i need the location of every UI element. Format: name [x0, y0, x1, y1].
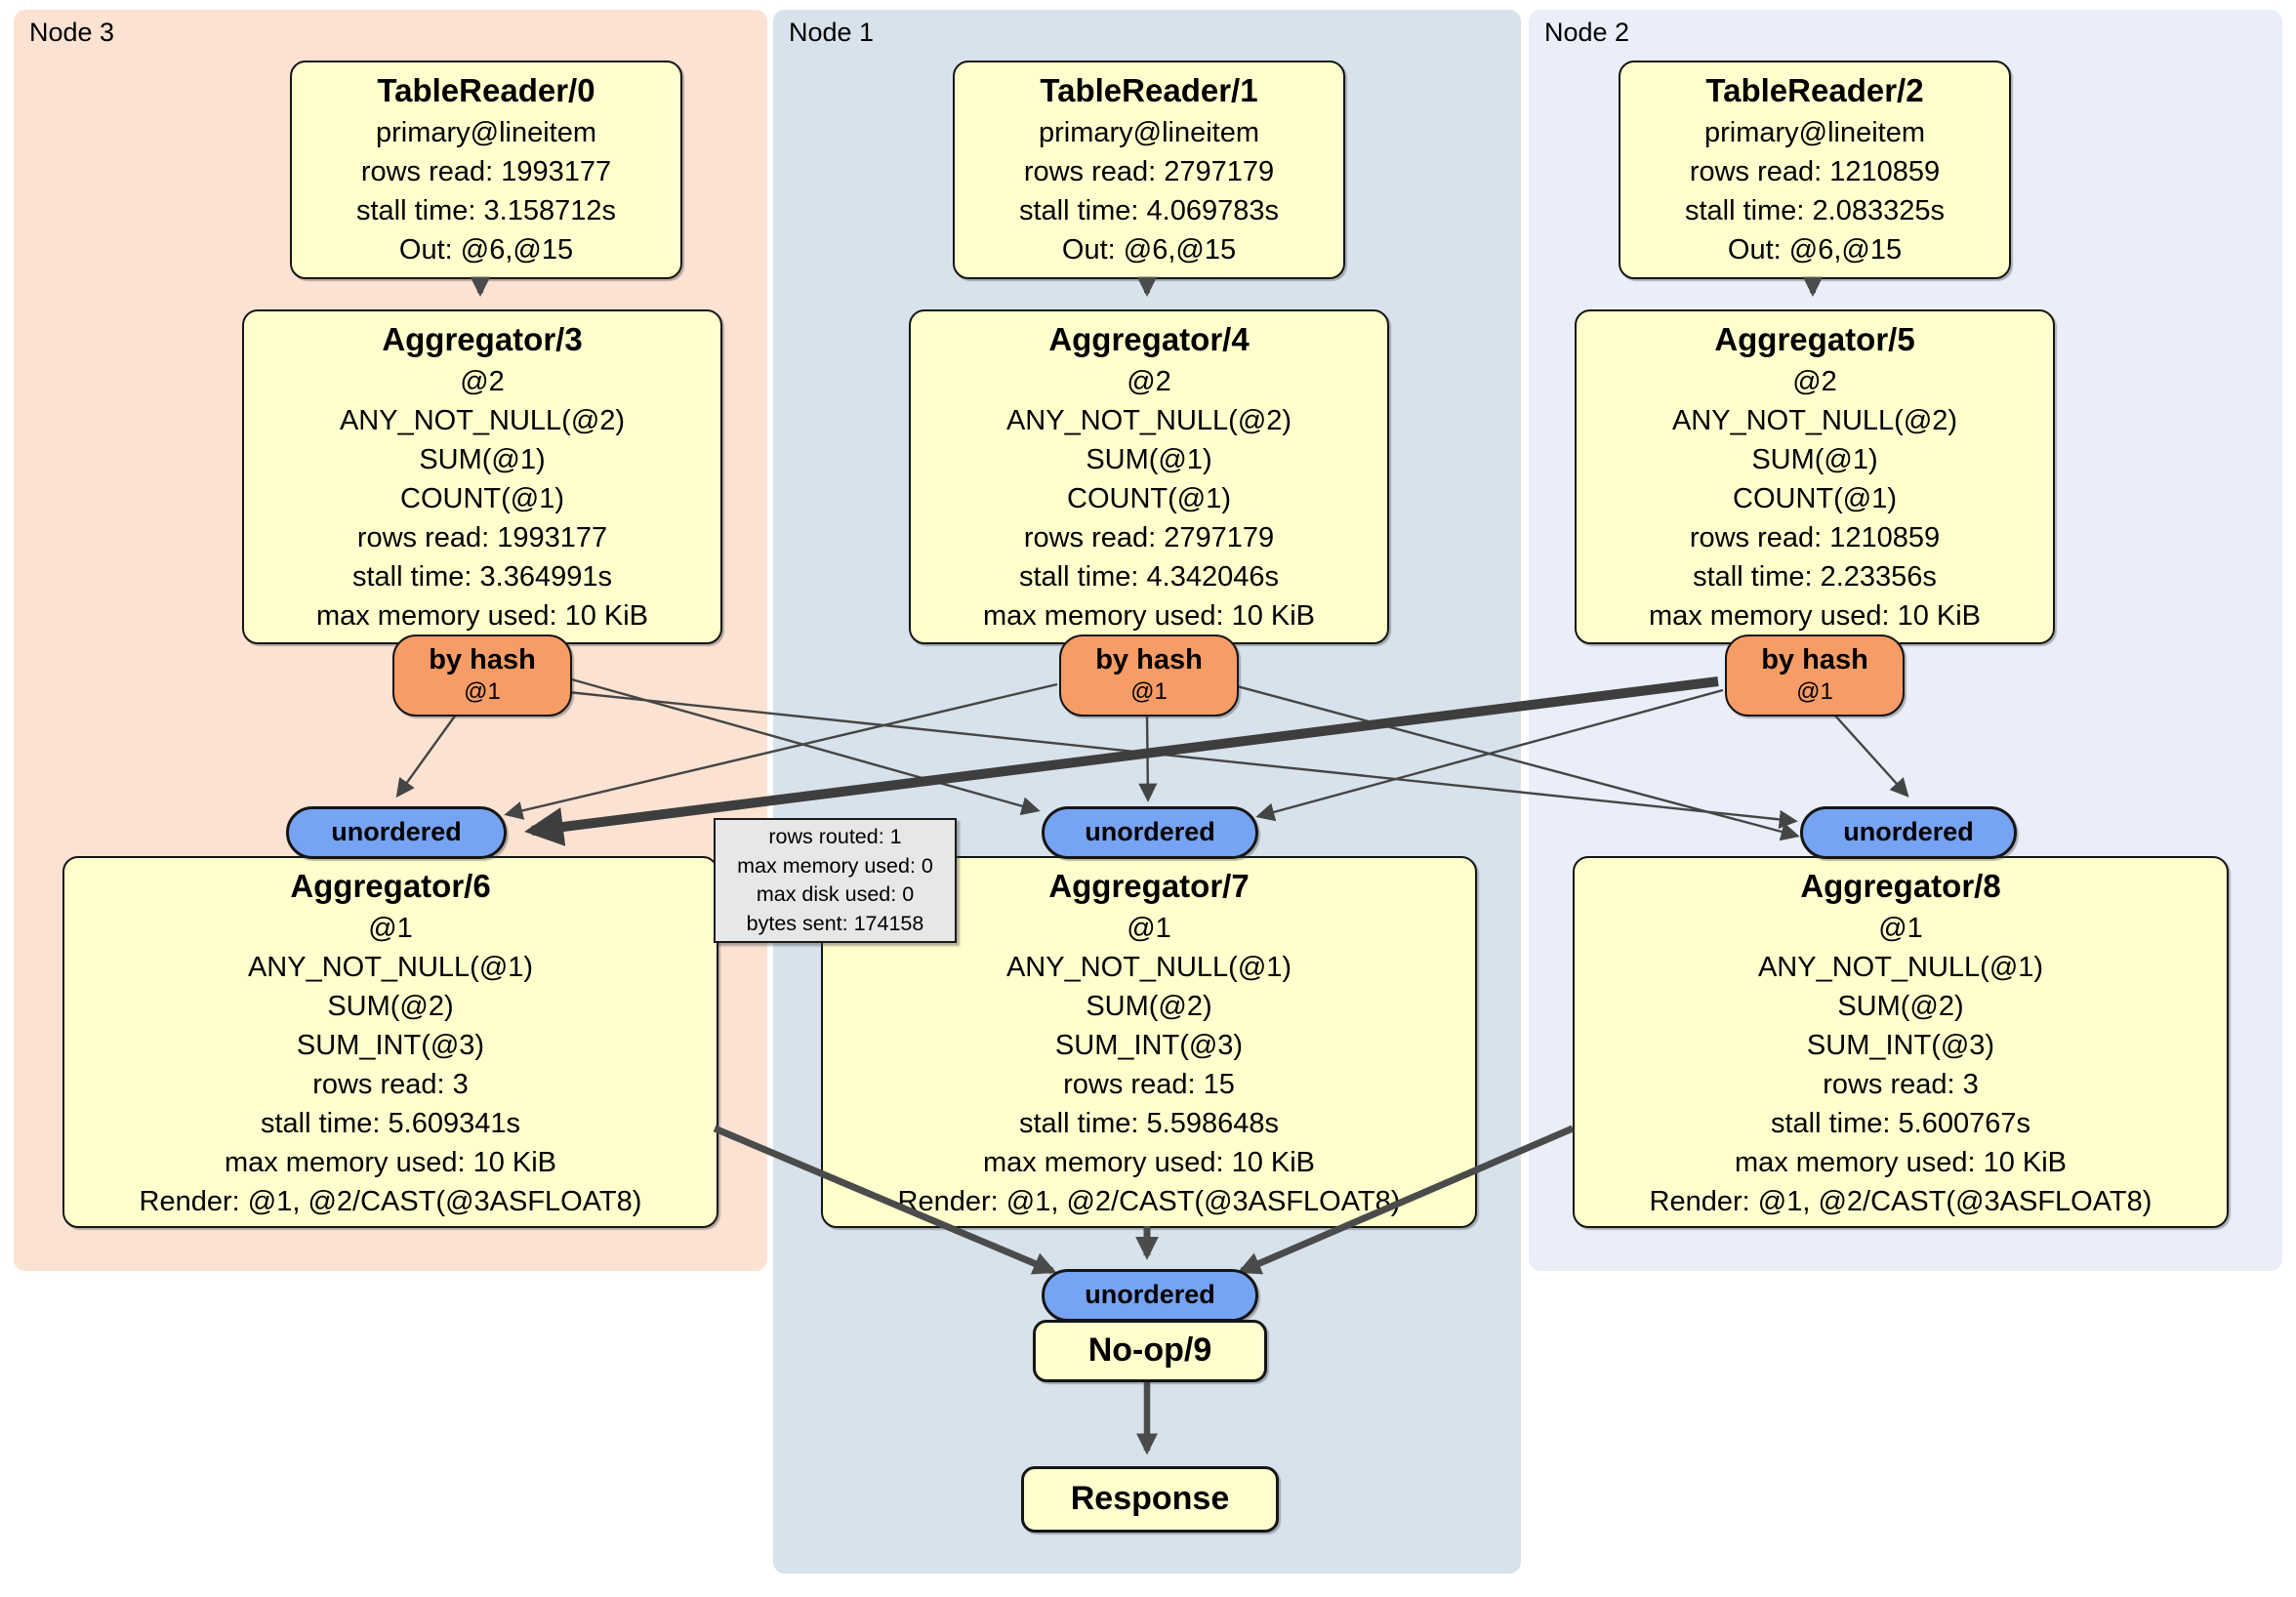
processor-detail: @1: [1878, 913, 1923, 944]
processor-title: Aggregator/5: [1714, 321, 1915, 357]
processor-detail: Out: @6,@15: [398, 234, 574, 266]
processor-detail: @2: [460, 366, 505, 397]
processor-detail: SUM(@1): [1086, 444, 1212, 475]
tooltip-line: bytes sent: 174158: [746, 911, 924, 935]
node3-unordered-sync[interactable]: unordered: [286, 806, 507, 859]
processor-detail: rows read: 2797179: [1023, 522, 1275, 553]
processor-detail: SUM(@1): [1751, 444, 1878, 475]
processor-title: Aggregator/4: [1048, 321, 1250, 357]
processor-detail: Out: @6,@15: [1061, 234, 1237, 266]
processor-detail: COUNT(@1): [1067, 483, 1231, 514]
processor-detail: SUM_INT(@3): [296, 1030, 485, 1061]
processor-detail: SUM_INT(@3): [1806, 1030, 1995, 1061]
processor-detail: rows read: 2797179: [1023, 156, 1275, 187]
processor-detail: stall time: 4.342046s: [1019, 561, 1279, 593]
processor-detail: rows read: 15: [1063, 1069, 1235, 1100]
processor-detail: ANY_NOT_NULL(@1): [1005, 952, 1292, 983]
processor-detail: COUNT(@1): [1733, 483, 1897, 514]
stream-stats-tooltip: rows routed: 1 max memory used: 0 max di…: [714, 818, 957, 943]
aggregator-8-box[interactable]: Aggregator/8 @1 ANY_NOT_NULL(@1) SUM(@2)…: [1573, 856, 2229, 1228]
node2-unordered-sync[interactable]: unordered: [1800, 806, 2017, 859]
processor-detail: max memory used: 10 KiB: [1734, 1147, 2068, 1178]
processor-detail: max memory used: 10 KiB: [315, 600, 649, 632]
processor-detail: rows read: 1993177: [360, 156, 612, 187]
node1-unordered-sync[interactable]: unordered: [1042, 806, 1258, 859]
processor-title: TableReader/1: [1040, 72, 1258, 108]
tablereader-2-box[interactable]: TableReader/2 primary@lineitem rows read…: [1619, 61, 2011, 279]
processor-detail: primary@lineitem: [1703, 117, 1926, 148]
node3-hash-router[interactable]: by hash @1: [392, 635, 572, 717]
node3-label: Node 3: [29, 18, 115, 47]
processor-detail: ANY_NOT_NULL(@1): [1757, 952, 2044, 983]
processor-detail: ANY_NOT_NULL(@2): [1671, 405, 1958, 436]
processor-detail: rows read: 3: [1823, 1069, 1979, 1100]
processor-detail: SUM_INT(@3): [1054, 1030, 1244, 1061]
processor-title: Aggregator/3: [382, 321, 583, 357]
processor-detail: Render: @1, @2/CAST(@3ASFLOAT8): [897, 1186, 1401, 1217]
processor-detail: stall time: 4.069783s: [1019, 195, 1279, 226]
tooltip-line: max memory used: 0: [737, 853, 933, 878]
processor-detail: ANY_NOT_NULL(@2): [1005, 405, 1292, 436]
final-unordered-sync[interactable]: unordered: [1042, 1269, 1258, 1322]
node2-hash-router[interactable]: by hash @1: [1725, 635, 1905, 717]
router-detail: @1: [1796, 678, 1833, 705]
processor-detail: Out: @6,@15: [1727, 234, 1903, 266]
tablereader-0-box[interactable]: TableReader/0 primary@lineitem rows read…: [290, 61, 682, 279]
tooltip-line: max disk used: 0: [756, 882, 915, 906]
processor-detail: stall time: 2.083325s: [1685, 195, 1945, 226]
processor-detail: SUM(@1): [419, 444, 546, 475]
router-label: by hash: [1761, 644, 1868, 676]
router-label: by hash: [429, 644, 536, 676]
processor-detail: Render: @1, @2/CAST(@3ASFLOAT8): [1649, 1186, 2152, 1217]
processor-detail: @2: [1792, 366, 1837, 397]
processor-detail: primary@lineitem: [375, 117, 597, 148]
processor-detail: max memory used: 10 KiB: [982, 600, 1316, 632]
processor-detail: max memory used: 10 KiB: [224, 1147, 557, 1178]
response-box[interactable]: Response: [1021, 1466, 1279, 1533]
processor-detail: rows read: 1993177: [356, 522, 608, 553]
processor-detail: stall time: 2.23356s: [1693, 561, 1937, 593]
processor-detail: rows read: 1210859: [1689, 522, 1941, 553]
processor-detail: @1: [1127, 913, 1171, 944]
processor-detail: primary@lineitem: [1038, 117, 1260, 148]
processor-detail: stall time: 5.609341s: [261, 1108, 520, 1139]
tooltip-line: rows routed: 1: [768, 825, 902, 848]
processor-detail: SUM(@2): [327, 991, 454, 1022]
processor-detail: SUM(@2): [1837, 991, 1964, 1022]
tablereader-1-box[interactable]: TableReader/1 primary@lineitem rows read…: [953, 61, 1345, 279]
processor-detail: max memory used: 10 KiB: [1648, 600, 1982, 632]
processor-detail: rows read: 1210859: [1689, 156, 1941, 187]
processor-title: Aggregator/8: [1800, 868, 2001, 904]
aggregator-3-box[interactable]: Aggregator/3 @2 ANY_NOT_NULL(@2) SUM(@1)…: [242, 309, 722, 644]
processor-detail: stall time: 5.598648s: [1019, 1108, 1279, 1139]
processor-detail: SUM(@2): [1086, 991, 1212, 1022]
node2-label: Node 2: [1544, 18, 1630, 47]
processor-detail: max memory used: 10 KiB: [982, 1147, 1316, 1178]
processor-detail: COUNT(@1): [400, 483, 564, 514]
processor-detail: @1: [368, 913, 413, 944]
processor-detail: stall time: 3.364991s: [352, 561, 612, 593]
processor-detail: ANY_NOT_NULL(@2): [339, 405, 626, 436]
processor-detail: rows read: 3: [312, 1069, 469, 1100]
processor-title: Aggregator/7: [1048, 868, 1250, 904]
processor-detail: @2: [1127, 366, 1171, 397]
processor-title: TableReader/0: [377, 72, 595, 108]
processor-detail: ANY_NOT_NULL(@1): [247, 952, 534, 983]
noop-9-box[interactable]: No-op/9: [1033, 1320, 1267, 1382]
router-label: by hash: [1095, 644, 1203, 676]
processor-detail: stall time: 5.600767s: [1771, 1108, 2030, 1139]
router-detail: @1: [464, 678, 501, 705]
processor-detail: stall time: 3.158712s: [356, 195, 616, 226]
node1-hash-router[interactable]: by hash @1: [1059, 635, 1239, 717]
router-detail: @1: [1130, 678, 1168, 705]
processor-detail: Render: @1, @2/CAST(@3ASFLOAT8): [139, 1186, 642, 1217]
aggregator-6-box[interactable]: Aggregator/6 @1 ANY_NOT_NULL(@1) SUM(@2)…: [62, 856, 718, 1228]
aggregator-4-box[interactable]: Aggregator/4 @2 ANY_NOT_NULL(@2) SUM(@1)…: [909, 309, 1389, 644]
aggregator-5-box[interactable]: Aggregator/5 @2 ANY_NOT_NULL(@2) SUM(@1)…: [1575, 309, 2055, 644]
node1-label: Node 1: [789, 18, 875, 47]
processor-title: TableReader/2: [1705, 72, 1924, 108]
processor-title: Aggregator/6: [290, 868, 491, 904]
